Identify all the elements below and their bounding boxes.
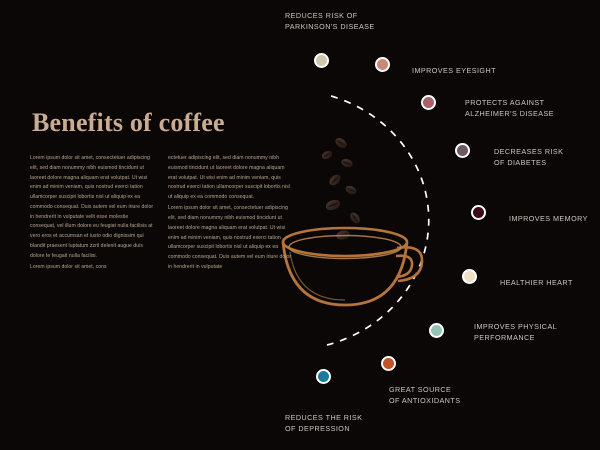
benefit-label-improves-eyesight: IMPROVES EYESIGHT xyxy=(412,66,496,75)
benefit-dot-improves-memory[interactable] xyxy=(470,204,486,220)
benefit-label-improves-memory: IMPROVES MEMORY xyxy=(509,214,588,223)
benefit-label-decreases-risk-of-diabetes: DECREASES RISK OF DIABETES xyxy=(494,147,564,167)
benefit-label-improves-physical-performance: IMPROVES PHYSICAL PERFORMANCE xyxy=(474,322,558,342)
benefit-dot-decreases-risk-of-diabetes[interactable] xyxy=(454,142,470,158)
body-column-right: ectetuer adipiscing elit, sed diam nonum… xyxy=(168,154,292,273)
benefit-label-protects-against-alzheimer-s-disease: PROTECTS AGAINST ALZHEIMER'S DISEASE xyxy=(465,98,555,118)
benefit-dot-fill xyxy=(463,270,475,282)
benefit-dot-fill xyxy=(315,54,327,66)
cup-handle xyxy=(395,246,424,283)
editorial-panel: Benefits of coffee Lorem ipsum dolor sit… xyxy=(30,108,292,273)
body-paragraph: Lorem ipsum dolor sit amet, cons xyxy=(30,263,107,270)
body-columns: Lorem ipsum dolor sit amet, cons ectetuer… xyxy=(30,154,292,273)
body-column-left: Lorem ipsum dolor sit amet, consectetuer… xyxy=(30,154,154,273)
benefit-dot-improves-eyesight[interactable] xyxy=(374,56,390,72)
body-paragraph: ectetuer adipiscing elit, sed diam nonum… xyxy=(168,155,290,201)
benefit-dot-improves-physical-performance[interactable] xyxy=(428,322,444,338)
benefit-dot-fill xyxy=(317,370,329,382)
benefit-dot-fill xyxy=(422,96,434,108)
benefit-dot-healthier-heart[interactable] xyxy=(461,268,477,284)
benefit-dot-fill xyxy=(430,324,442,336)
benefit-dot-protects-against-alzheimer-s-disease[interactable] xyxy=(420,94,436,110)
benefit-dot-fill xyxy=(382,357,394,369)
benefit-dot-great-source-of-antioxidants[interactable] xyxy=(380,355,396,371)
coffee-bean-group xyxy=(321,138,360,240)
body-paragraph: Lorem ipsum dolor sit amet, consectetuer… xyxy=(30,155,154,259)
benefit-label-reduces-risk-of-parkinson-s-disease: REDUCES RISK OF PARKINSON'S DISEASE xyxy=(285,11,375,31)
benefit-label-reduces-the-risk-of-depression: REDUCES THE RISK OF DEPRESSION xyxy=(285,413,363,433)
benefit-label-great-source-of-antioxidants: GREAT SOURCE OF ANTIOXIDANTS xyxy=(389,385,461,405)
benefit-dot-fill xyxy=(456,144,468,156)
body-paragraph: Lorem ipsum dolor sit amet, consectetuer… xyxy=(168,205,292,270)
benefit-dot-fill xyxy=(376,58,388,70)
cup-body xyxy=(281,226,409,307)
benefit-label-healthier-heart: HEALTHIER HEART xyxy=(500,278,573,287)
page-title: Benefits of coffee xyxy=(32,108,225,137)
benefit-dot-reduces-the-risk-of-depression[interactable] xyxy=(315,368,331,384)
benefit-dot-reduces-risk-of-parkinson-s-disease[interactable] xyxy=(313,52,329,68)
benefit-dot-fill xyxy=(472,206,484,218)
